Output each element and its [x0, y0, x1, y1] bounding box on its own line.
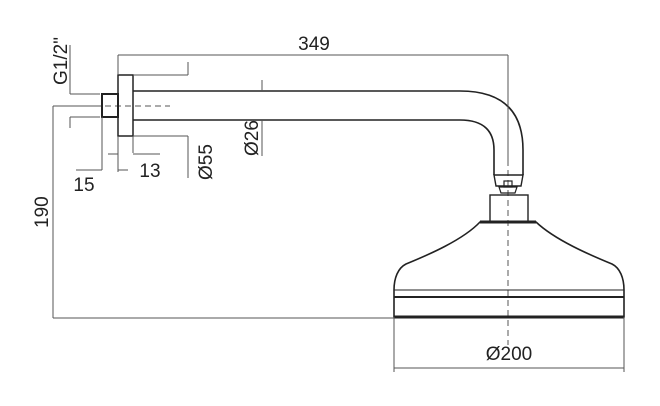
arm-inner-edge: [133, 119, 495, 175]
head-diameter-label: Ø200: [486, 344, 532, 365]
dim-13-label: 13: [139, 161, 160, 182]
thread-label: G1/2": [51, 37, 72, 85]
dim-349-label: 349: [298, 34, 330, 55]
joint-collar: [498, 186, 518, 194]
shower-head-body: [393, 221, 625, 318]
flange-diameter-label: Ø55: [196, 144, 217, 180]
head-connector: [489, 194, 529, 223]
dim-15-label: 15: [73, 175, 94, 196]
wall-flange: [117, 74, 134, 137]
ball-joint-nut: [493, 174, 524, 187]
dim-190-label: 190: [32, 196, 53, 228]
arm-diameter-label: Ø26: [242, 120, 263, 156]
arm-outer-edge: [133, 90, 524, 175]
